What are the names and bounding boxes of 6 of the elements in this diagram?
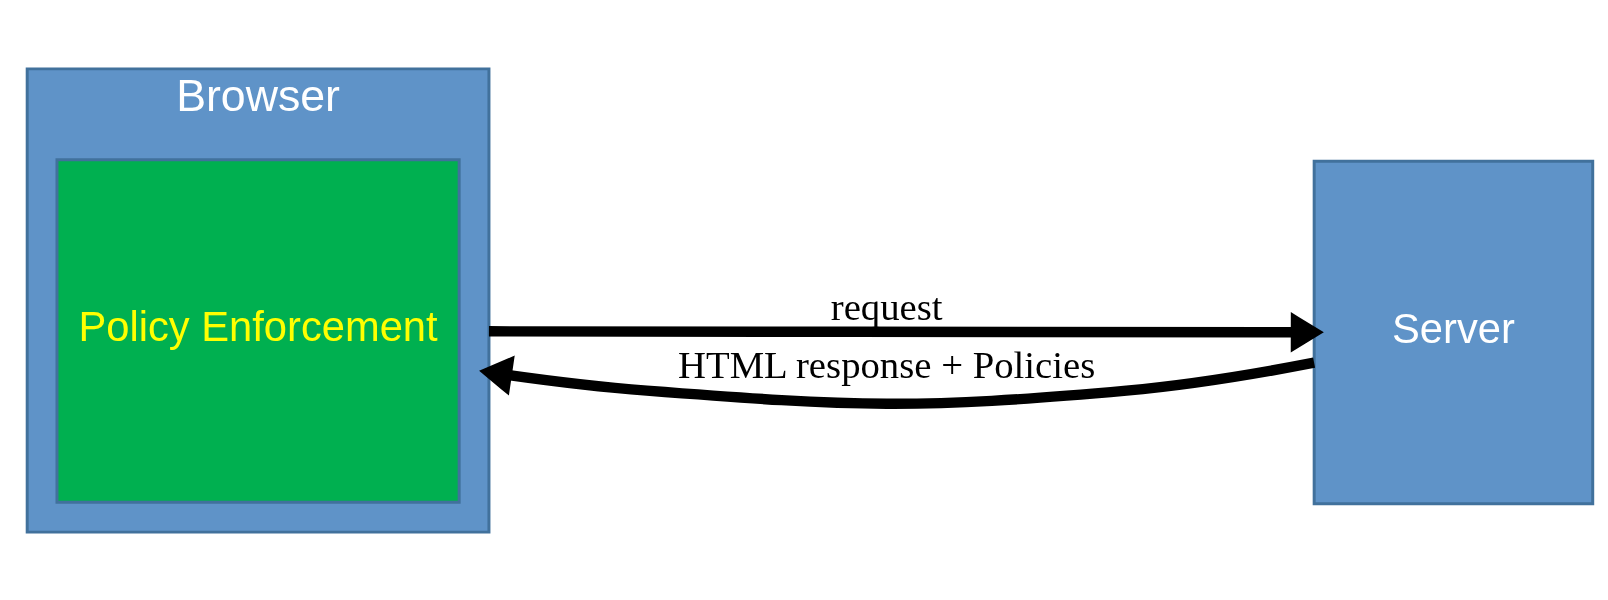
- arrow: [488, 311, 1324, 353]
- edge-label: request: [830, 284, 943, 328]
- arrow: [479, 355, 1316, 409]
- edge-label: HTML response + Policies: [678, 342, 1096, 386]
- node-box: Server: [1312, 159, 1595, 505]
- node-box: Policy Enforcement: [55, 157, 461, 504]
